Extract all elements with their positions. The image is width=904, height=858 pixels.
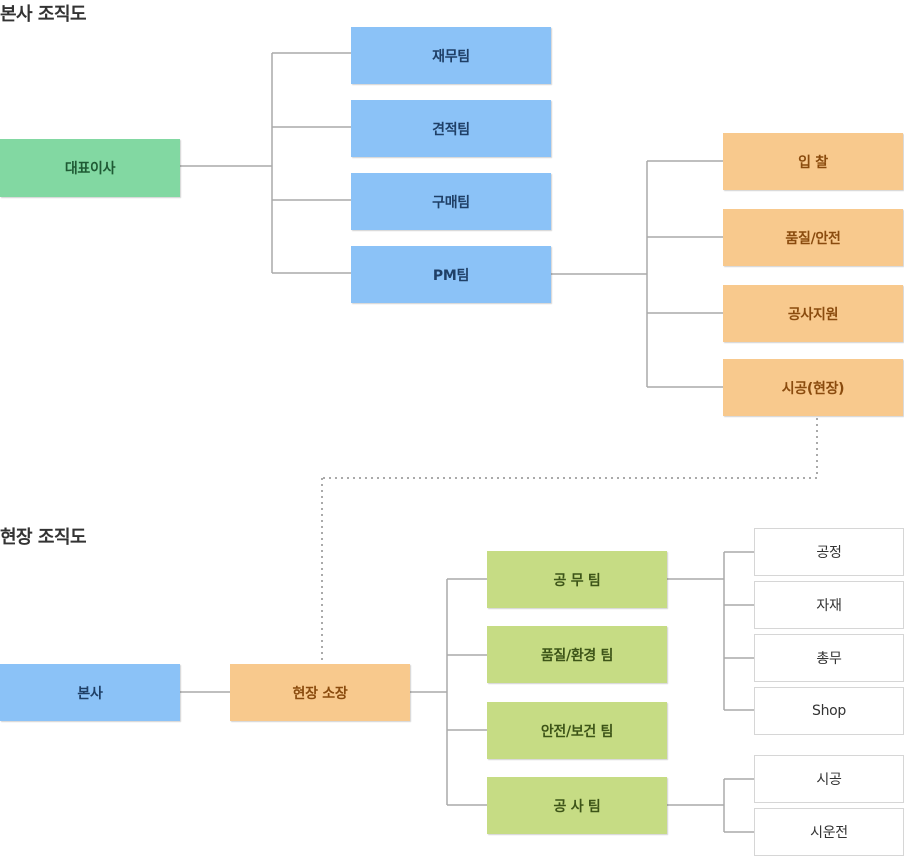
site-hq-box: 본사 bbox=[0, 664, 180, 721]
engineering-team-box: 공 무 팀 bbox=[487, 551, 667, 608]
construction-team-box: 공 사 팀 bbox=[487, 777, 667, 834]
materials-box: 자재 bbox=[754, 581, 904, 629]
site-construction-box: 시공(현장) bbox=[723, 359, 903, 416]
ceo-box: 대표이사 bbox=[0, 139, 180, 197]
construction-support-box: 공사지원 bbox=[723, 285, 903, 342]
safety-health-team-box: 안전/보건 팀 bbox=[487, 702, 667, 759]
pm-team-box: PM팀 bbox=[351, 246, 551, 303]
construction-sub-box: 시공 bbox=[754, 755, 904, 803]
site-org-title: 현장 조직도 bbox=[0, 527, 87, 548]
finance-team-box: 재무팀 bbox=[351, 27, 551, 84]
bidding-box: 입 찰 bbox=[723, 133, 903, 190]
estimation-team-box: 견적팀 bbox=[351, 100, 551, 157]
process-box: 공정 bbox=[754, 528, 904, 576]
hq-org-title: 본사 조직도 bbox=[0, 4, 87, 25]
site-manager-box: 현장 소장 bbox=[230, 664, 410, 721]
quality-environment-team-box: 품질/환경 팀 bbox=[487, 626, 667, 683]
purchasing-team-box: 구매팀 bbox=[351, 173, 551, 230]
general-affairs-box: 총무 bbox=[754, 634, 904, 682]
quality-safety-box: 품질/안전 bbox=[723, 209, 903, 266]
shop-box: Shop bbox=[754, 687, 904, 735]
commissioning-box: 시운전 bbox=[754, 808, 904, 856]
